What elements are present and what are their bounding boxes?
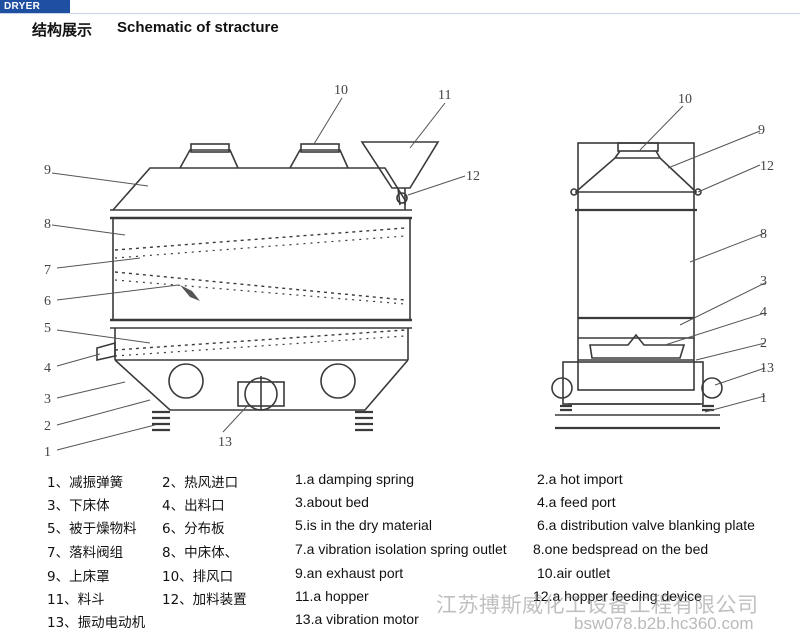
header-divider [0, 13, 800, 14]
title-chinese: 结构展示 [32, 21, 93, 39]
legend-cn-8: 8、中床体、 [162, 545, 239, 561]
callout-11: 11 [438, 88, 451, 103]
callout-8: 8 [44, 217, 51, 232]
title-english: Schematic of stracture [117, 19, 279, 36]
callout-10: 10 [334, 83, 348, 98]
legend-cn-10: 10、排风口 [162, 569, 234, 585]
legend-cn-6: 6、分布板 [162, 521, 225, 537]
legend-cn-12: 12、加料装置 [162, 592, 247, 608]
callout-1: 1 [44, 445, 51, 460]
watermark-company: 江苏搏斯威化工设备工程有限公司 [436, 593, 759, 617]
callout-6: 6 [44, 294, 51, 309]
legend-en-7: 7.a vibration isolation spring outlet [295, 541, 507, 557]
callout-7: 7 [44, 263, 51, 278]
legend-en-9: 9.an exhaust port [295, 565, 404, 581]
legend-en-13: 13.a vibration motor [295, 611, 419, 627]
left-callout-labels: 9 8 7 6 5 4 3 2 1 10 11 12 13 [44, 83, 480, 460]
right-leader-lines [639, 105, 766, 413]
legend-en-5: 5.is in the dry material [295, 517, 432, 533]
legend-cn-11: 11、料斗 [47, 592, 105, 608]
right-callout-labels: 10 9 12 8 3 4 2 13 1 [678, 92, 774, 406]
legend-en-8: 8.one bedspread on the bed [533, 541, 709, 557]
legend-cn-7: 7、落料阀组 [47, 545, 124, 561]
callout-3: 3 [44, 392, 51, 407]
right-callout-2: 2 [760, 336, 767, 351]
legend-cn-13: 13、振动电动机 [47, 615, 146, 631]
legend-cn-2: 2、热风进口 [162, 475, 239, 491]
legend-en-3: 3.about bed [295, 494, 369, 510]
right-callout-12: 12 [760, 159, 774, 174]
callout-12: 12 [466, 169, 480, 184]
legend-cn-4: 4、出料口 [162, 498, 225, 514]
left-machine [96, 141, 440, 432]
legend-en-12: 12.a hopper feeding device [533, 588, 702, 604]
callout-4: 4 [44, 361, 51, 376]
legend-en-2: 2.a hot import [537, 471, 623, 487]
dryer-tag: DRYER [0, 0, 70, 13]
right-callout-8: 8 [760, 227, 767, 242]
right-callout-13: 13 [760, 361, 774, 376]
right-callout-10: 10 [678, 92, 692, 107]
callout-9: 9 [44, 163, 51, 178]
left-leader-lines [51, 97, 466, 451]
legend-cn-9: 9、上床罩 [47, 569, 110, 585]
legend-en-4: 4.a feed port [537, 494, 616, 510]
legend-en-1: 1.a damping spring [295, 471, 415, 487]
legend-en-6: 6.a distribution valve blanking plate [537, 517, 755, 533]
right-machine [551, 142, 723, 430]
legend-en-11: 11.a hopper [295, 588, 369, 604]
legend-cn-1: 1、减振弹簧 [47, 475, 124, 491]
legend-cn-5: 5、被于燥物料 [47, 521, 137, 537]
callout-13: 13 [218, 435, 232, 450]
right-callout-1: 1 [760, 391, 767, 406]
legend-cn-3: 3、下床体 [47, 498, 110, 514]
right-callout-4: 4 [760, 305, 767, 320]
callout-2: 2 [44, 419, 51, 434]
right-callout-9: 9 [758, 123, 765, 138]
legend-en-10: 10.air outlet [537, 565, 611, 581]
watermark-site: bsw078.b2b.hc360.com [574, 614, 754, 633]
right-callout-3: 3 [760, 274, 767, 289]
callout-5: 5 [44, 321, 51, 336]
